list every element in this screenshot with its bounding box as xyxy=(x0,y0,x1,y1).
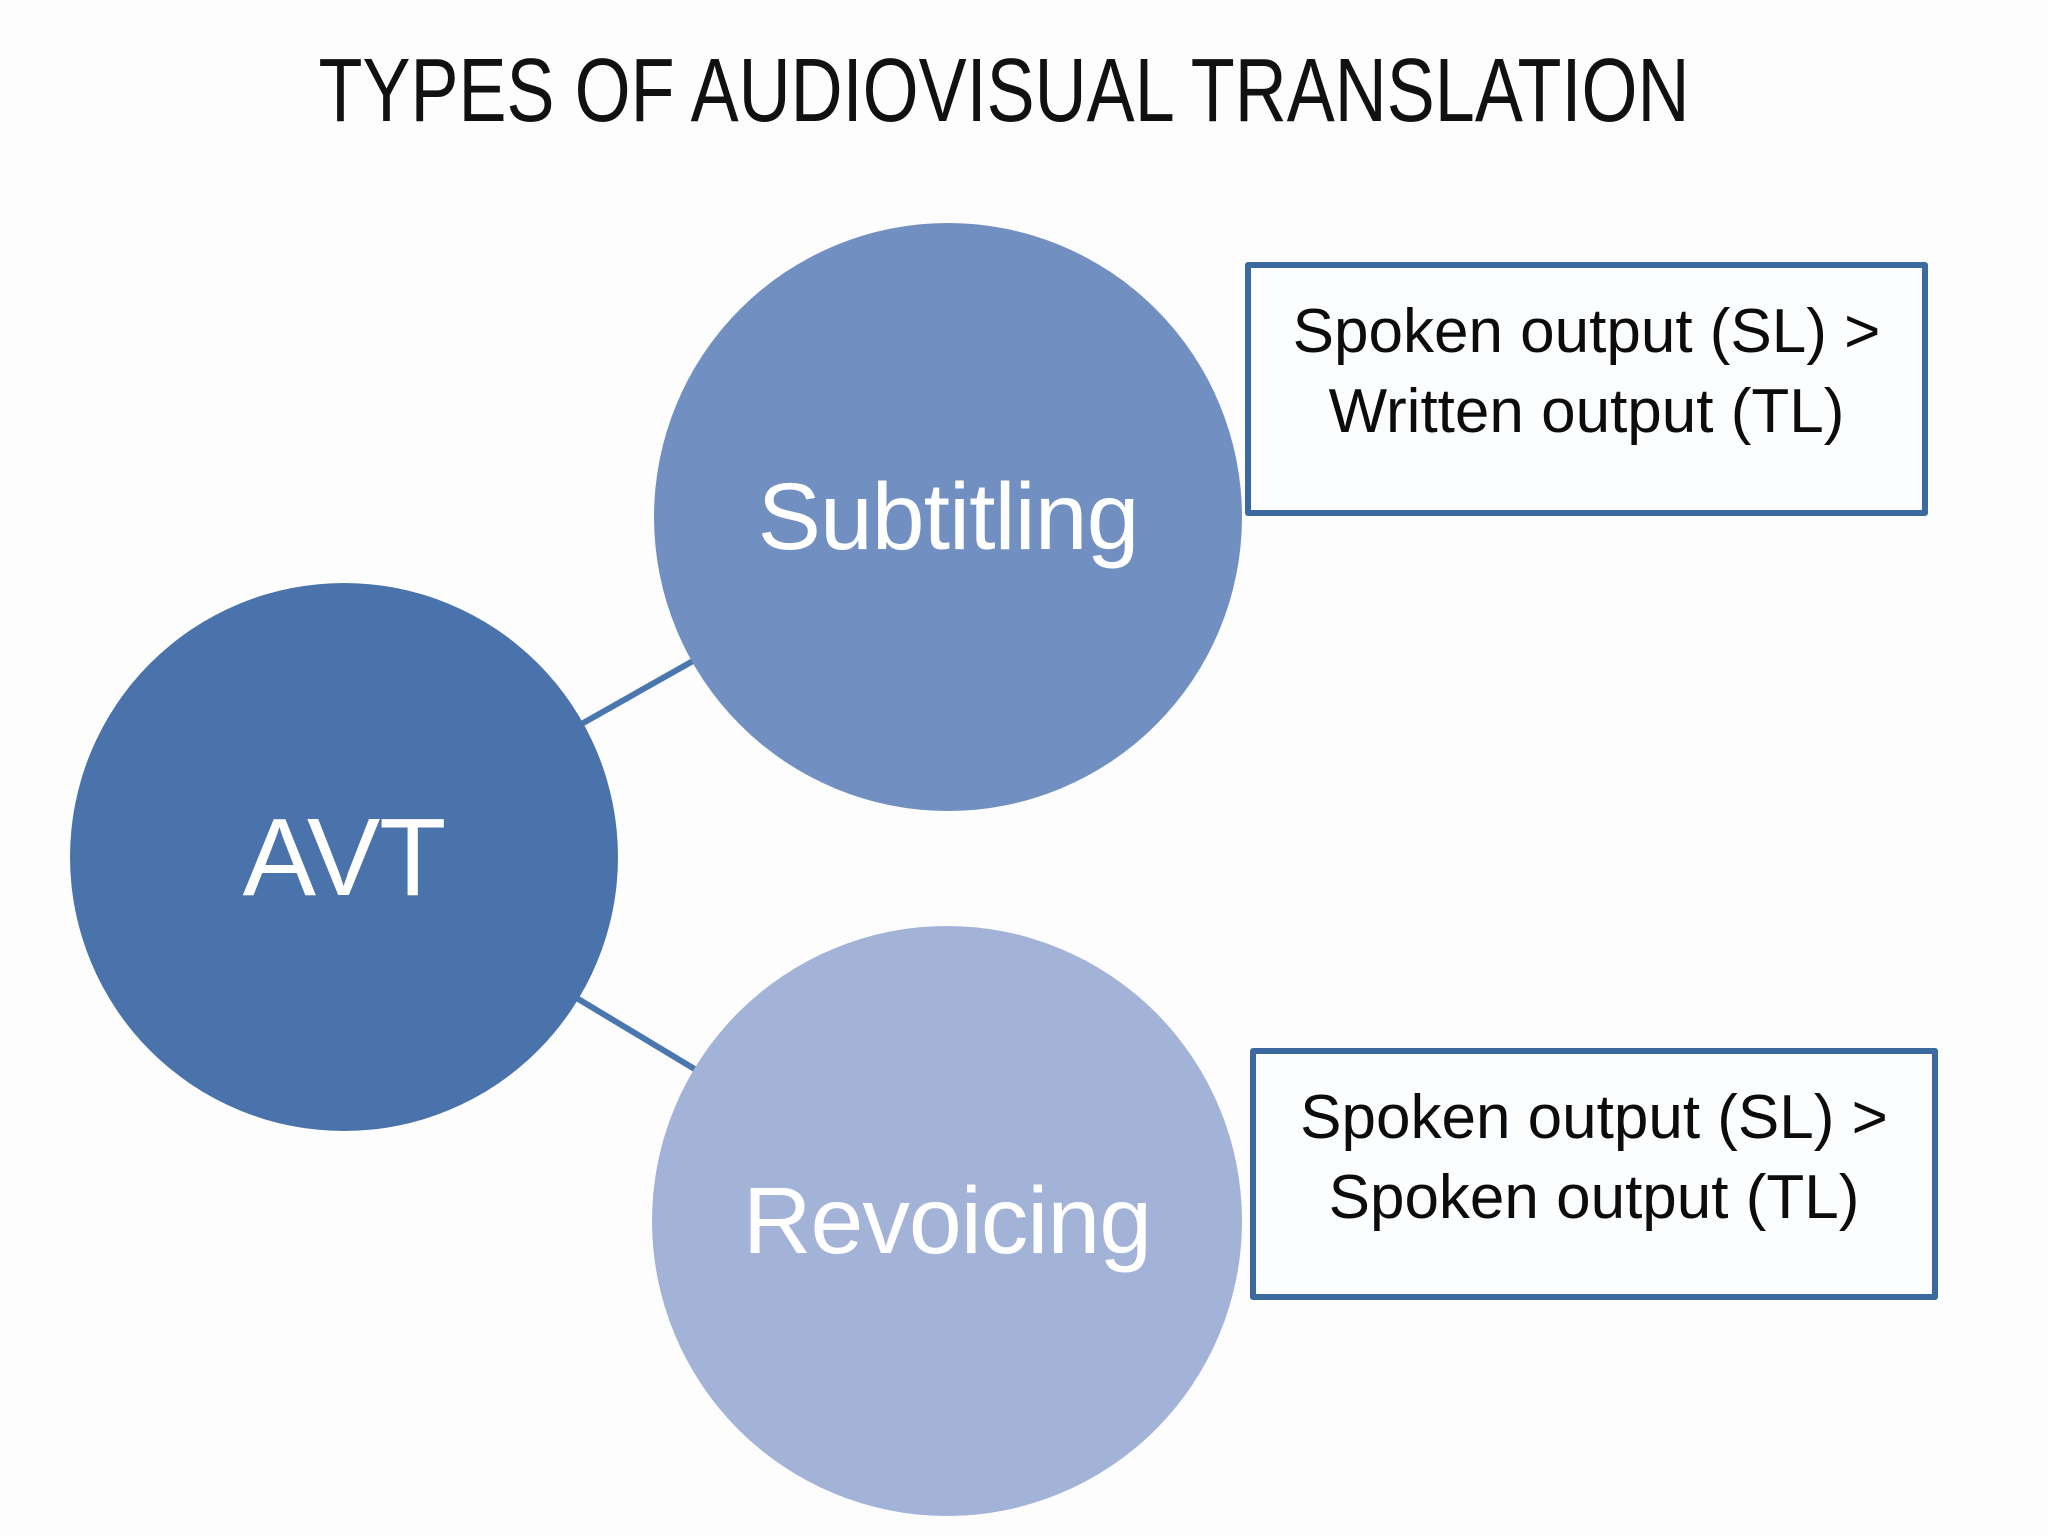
revoicing-circle-label: Revoicing xyxy=(742,1167,1152,1274)
revoicing-annotation-box: Spoken output (SL) > Spoken output (TL) xyxy=(1250,1048,1938,1300)
subtitling-circle-label: Subtitling xyxy=(757,463,1140,570)
revoicing-annotation-line-2: Spoken output (TL) xyxy=(1328,1163,1860,1232)
avt-circle-label: AVT xyxy=(242,795,447,919)
revoicing-circle: Revoicing xyxy=(652,926,1242,1516)
page-title: TYPES OF AUDIOVISUAL TRANSLATION xyxy=(318,41,1690,141)
subtitling-annotation-line-2: Written output (TL) xyxy=(1328,377,1845,446)
revoicing-annotation-line-1: Spoken output (SL) > xyxy=(1300,1083,1888,1152)
avt-circle: AVT xyxy=(70,583,618,1131)
subtitling-annotation-line-1: Spoken output (SL) > xyxy=(1292,297,1881,366)
subtitling-annotation-box: Spoken output (SL) > Written output (TL) xyxy=(1245,262,1928,516)
subtitling-circle: Subtitling xyxy=(654,223,1242,811)
